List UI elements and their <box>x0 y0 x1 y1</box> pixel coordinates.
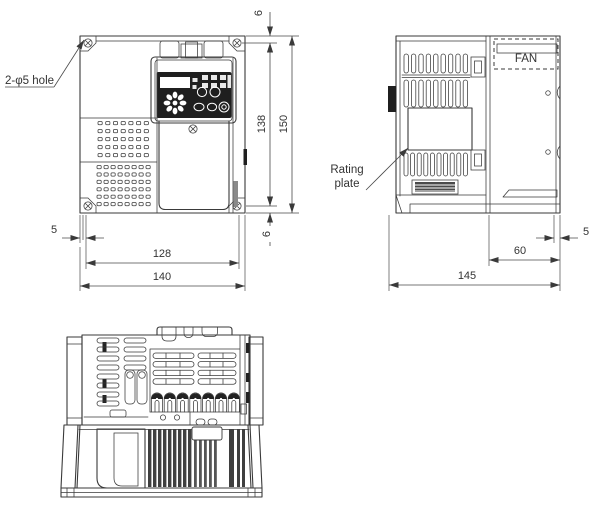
right-foot <box>249 424 263 489</box>
front-enclosure-outline <box>79 35 246 214</box>
side-vent-slots-upper <box>401 53 471 108</box>
bottom-vent-slats-center <box>152 352 237 385</box>
fan-label: FAN <box>515 53 537 65</box>
dim-hole-span-vertical: 138 <box>256 115 268 133</box>
hole-callout: 2-φ5 hole <box>5 39 85 88</box>
dim-left-hole-offset: 5 <box>51 224 57 236</box>
fan-bracket <box>496 43 558 54</box>
dim-bottom-offset: 6 <box>261 231 273 237</box>
dim-overall-width: 140 <box>153 271 171 283</box>
rating-plate-label-line2: plate <box>335 178 360 190</box>
fan-section: FAN <box>493 38 559 70</box>
dim-right-offset: 5 <box>583 226 589 238</box>
bottom-view <box>60 326 264 498</box>
operation-panel <box>150 56 237 134</box>
unit-indicator-icons <box>192 75 231 89</box>
top-cover-tabs <box>159 40 224 59</box>
cooling-fins <box>148 426 245 487</box>
panel-screw-icon <box>188 124 198 134</box>
side-dimensions: 5 60 145 <box>388 215 589 291</box>
rating-plate <box>407 107 473 151</box>
cover-screw-holes <box>545 85 561 160</box>
wiring-cover-ribs <box>411 179 459 195</box>
panel-buttons <box>193 86 230 113</box>
setting-dial <box>163 91 187 115</box>
vent-grid-lower <box>97 166 150 206</box>
rating-plate-callout: Rating plate <box>330 147 409 191</box>
left-foot <box>60 424 79 489</box>
front-dimensions: 6 138 150 6 5 128 140 <box>51 10 299 291</box>
capacitor-tubes <box>124 369 148 405</box>
side-connector <box>388 86 396 112</box>
terminal-base-holes <box>160 411 218 426</box>
heatsink-section <box>60 424 263 498</box>
raised-cover-tab <box>156 326 233 336</box>
dim-overall-height: 150 <box>278 115 290 133</box>
side-seam-strip <box>233 181 238 207</box>
right-mounting-flange <box>248 336 264 426</box>
dim-fan-section-depth: 60 <box>514 245 526 257</box>
rating-plate-label-line1: Rating <box>330 164 363 176</box>
bottom-latch <box>240 403 247 415</box>
terminal-screw-arches <box>151 393 239 412</box>
mounting-tabs <box>79 35 246 214</box>
side-view: FAN Rating plate 5 60 145 <box>330 35 589 291</box>
cable-entry-notches <box>161 326 218 342</box>
dim-overall-depth: 145 <box>458 270 476 282</box>
side-enclosure-outline <box>395 35 561 214</box>
dim-top-offset: 6 <box>253 10 265 16</box>
dim-hole-span-horizontal: 128 <box>153 248 171 260</box>
cover-latch <box>243 149 247 165</box>
side-latch-upper <box>470 56 486 78</box>
front-lower-cover <box>158 120 230 211</box>
hole-callout-label: 2-φ5 hole <box>5 75 54 87</box>
fan-outline-dashed <box>493 38 559 70</box>
front-view: 2-φ5 hole 6 138 150 6 5 128 140 <box>5 10 299 291</box>
led-display <box>160 77 190 88</box>
vent-grid-upper <box>98 122 148 157</box>
side-latch-lower <box>470 149 486 171</box>
side-vent-slots-lower <box>403 152 468 177</box>
left-mounting-flange <box>66 336 83 426</box>
